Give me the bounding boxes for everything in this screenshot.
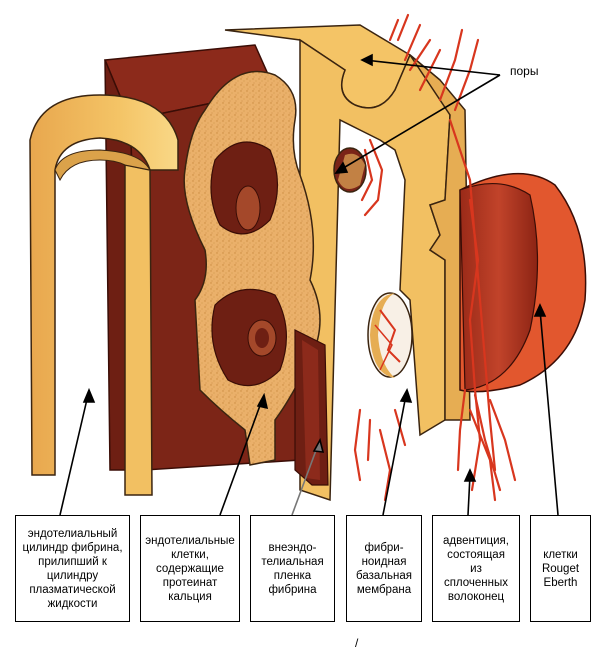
adventitia [459, 172, 587, 393]
red-fibers [353, 13, 517, 502]
label-fibrin-cylinder: эндотелиальный цилиндр фибрина, прилипши… [15, 515, 130, 622]
pores-label: поры [510, 64, 539, 78]
label-adventitia: адвентиция, состоящая из сплоченных воло… [432, 515, 520, 622]
label-fibrin-film: внеэндо- телиальная пленка фибрина [250, 515, 335, 622]
fibrin-cylinder [29, 94, 179, 496]
label-basal-membrane: фибри- ноидная базальная мембрана [346, 515, 422, 622]
leader-lines [59, 53, 559, 516]
endothelial-cells [183, 70, 321, 466]
label-endothelial-cells: эндотелиальные клетки, содержащие протеи… [140, 515, 240, 622]
bottom-mark: / [355, 636, 359, 650]
label-rouget-cells: клетки Rouget Eberth [530, 515, 591, 622]
